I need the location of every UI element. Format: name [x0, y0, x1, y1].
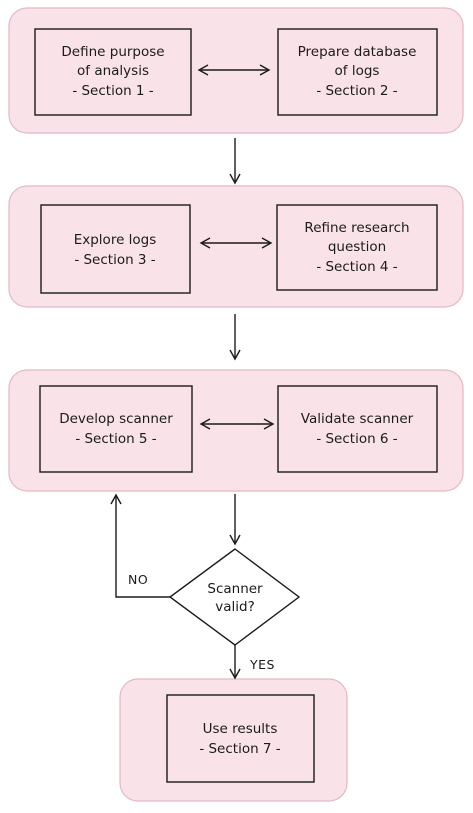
step-2-line2: of logs — [335, 63, 380, 79]
step-1-line1: Define purpose — [61, 44, 164, 60]
step-box-section-1: Define purpose of analysis - Section 1 - — [34, 28, 192, 116]
step-4-line2: question — [328, 239, 386, 255]
arrow-decision-no-loop — [110, 493, 170, 598]
group-3 — [8, 369, 464, 492]
step-box-section-2: Prepare database of logs - Section 2 - — [277, 28, 438, 116]
edge-label-no: NO — [128, 572, 148, 587]
step-3-section: - Section 3 - — [74, 252, 155, 268]
step-6-line1: Validate scanner — [301, 411, 414, 427]
step-box-section-7: Use results - Section 7 - — [166, 694, 315, 783]
step-2-line1: Prepare database — [298, 44, 417, 60]
step-2-section: - Section 2 - — [316, 83, 397, 99]
step-4-line1: Refine research — [304, 220, 409, 236]
decision-line2: valid? — [215, 599, 255, 615]
step-box-section-6: Validate scanner - Section 6 - — [277, 385, 438, 473]
step-6-section: - Section 6 - — [316, 431, 397, 447]
step-1-line2: of analysis — [77, 63, 149, 79]
step-box-section-3: Explore logs - Section 3 - — [40, 204, 191, 294]
step-box-section-5: Develop scanner - Section 5 - — [39, 385, 193, 473]
step-5-line1: Develop scanner — [59, 411, 173, 427]
step-1-section: - Section 1 - — [72, 83, 153, 99]
step-box-section-4: Refine research question - Section 4 - — [276, 204, 438, 291]
step-7-line1: Use results — [203, 721, 278, 737]
step-7-section: - Section 7 - — [199, 741, 280, 757]
step-5-section: - Section 5 - — [75, 431, 156, 447]
step-4-section: - Section 4 - — [316, 259, 397, 275]
edge-label-yes: YES — [249, 657, 275, 672]
decision-scanner-valid: Scanner valid? — [168, 548, 301, 646]
group-4 — [119, 678, 348, 802]
decision-line1: Scanner — [207, 581, 263, 597]
step-3-line1: Explore logs — [74, 232, 157, 248]
